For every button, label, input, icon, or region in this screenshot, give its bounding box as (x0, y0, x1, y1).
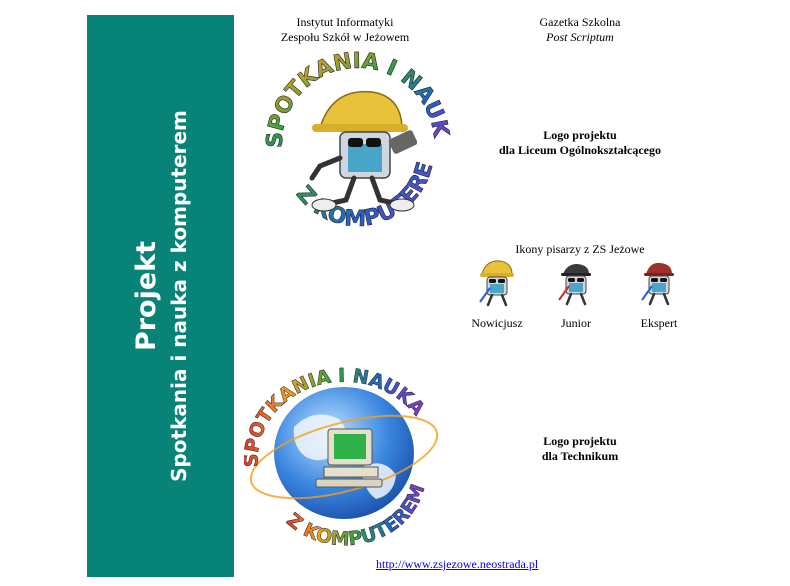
logo-tech-caption-line2: dla Technikum (541, 449, 619, 463)
logo-lo-caption: Logo projektu dla Liceum Ogólnokształcąc… (470, 128, 690, 158)
logo-lo-image: SPOTKANIA I NAUKA Z KOMPUTEREM (251, 29, 454, 243)
logo-lo-svg: SPOTKANIA I NAUKA Z KOMPUTEREM (251, 29, 454, 233)
logo-tech-svg: SPOTKANIA I NAUKA Z KOMPUTEREM (240, 364, 439, 551)
sidebar-text: Projekt Spotkania i nauka z komputerem (129, 110, 193, 482)
project-subtitle: Spotkania i nauka z komputerem (166, 110, 191, 482)
logo-lo-caption-line2: dla Liceum Ogólnokształcącego (499, 143, 661, 157)
expert-writer-icon (641, 262, 674, 306)
writer-icon-junior: Junior (541, 258, 611, 331)
newspaper-label: Gazetka Szkolna (539, 15, 621, 29)
writer-label-novice: Nowicjusz (471, 316, 523, 330)
institute-name: Instytut Informatyki (296, 15, 394, 29)
writer-icon-expert: Ekspert (624, 258, 694, 331)
writer-icon-novice: Nowicjusz (462, 258, 532, 331)
newspaper-header: Gazetka Szkolna Post Scriptum (490, 15, 670, 45)
logo-tech-image: SPOTKANIA I NAUKA Z KOMPUTEREM (240, 357, 444, 552)
logo-lo-caption-line1: Logo projektu (543, 128, 617, 142)
novice-writer-icon (479, 260, 514, 307)
school-name: Zespołu Szkół w Jeżowem (280, 30, 410, 44)
institute-header: Instytut Informatyki Zespołu Szkół w Jeż… (255, 15, 435, 45)
project-title: Projekt (130, 240, 162, 352)
newspaper-name: Post Scriptum (546, 30, 614, 44)
school-website-link[interactable]: http://www.zsjezowe.neostrada.pl (376, 557, 539, 571)
logo-tech-caption-line1: Logo projektu (543, 434, 617, 448)
writer-label-junior: Junior (561, 316, 591, 330)
junior-writer-icon (558, 264, 591, 306)
logo-tech-caption: Logo projektu dla Technikum (470, 434, 690, 464)
writer-label-expert: Ekspert (640, 316, 678, 330)
sidebar-banner: Projekt Spotkania i nauka z komputerem (87, 15, 234, 577)
writer-icons-title: Ikony pisarzy z ZS Jeżowe (515, 242, 645, 256)
